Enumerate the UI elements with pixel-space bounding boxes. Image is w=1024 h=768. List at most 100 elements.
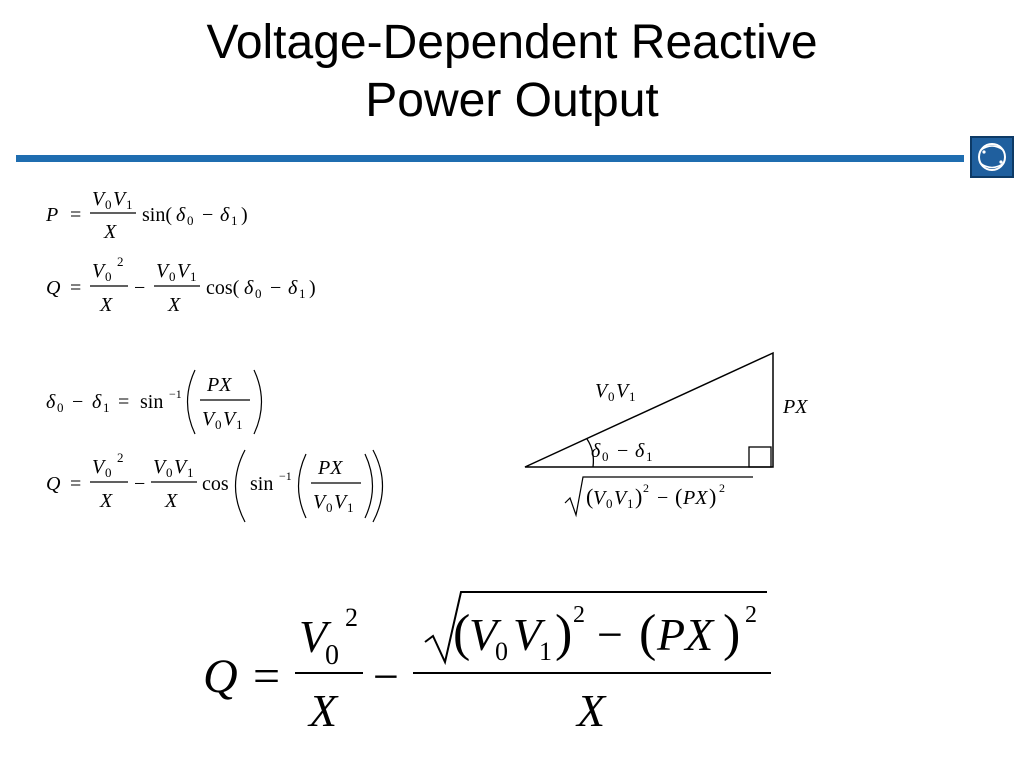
svg-text:X: X: [99, 294, 113, 316]
svg-text:1: 1: [646, 449, 653, 464]
svg-text:V: V: [202, 408, 217, 430]
svg-text:): ): [723, 605, 740, 662]
svg-text:(: (: [675, 484, 682, 509]
svg-text:V: V: [113, 188, 128, 210]
triangle-shape: [524, 351, 774, 468]
svg-text:0: 0: [105, 197, 112, 212]
svg-text:cos: cos: [202, 473, 229, 495]
globe-logo-icon: [970, 136, 1014, 178]
svg-text:V: V: [156, 260, 171, 282]
svg-text:0: 0: [169, 269, 176, 284]
svg-text:X: X: [575, 685, 607, 736]
svg-text:V: V: [299, 611, 332, 662]
svg-text:−: −: [134, 277, 145, 299]
svg-text:): ): [709, 484, 716, 509]
svg-text:−: −: [270, 277, 281, 299]
svg-text:): ): [241, 204, 248, 226]
svg-text:0: 0: [495, 637, 508, 666]
svg-text:=: =: [70, 277, 81, 299]
svg-text:V: V: [334, 491, 349, 513]
svg-text:1: 1: [629, 389, 636, 404]
svg-text:−: −: [657, 487, 668, 509]
svg-text:0: 0: [105, 269, 112, 284]
svg-text:sin: sin: [140, 391, 163, 413]
angle-arc: [586, 438, 595, 468]
svg-text:sin(: sin(: [142, 204, 172, 226]
svg-text:1: 1: [299, 286, 306, 301]
svg-text:X: X: [307, 685, 339, 736]
svg-text:1: 1: [190, 269, 197, 284]
svg-text:V: V: [595, 380, 610, 402]
svg-text:V: V: [153, 456, 168, 478]
svg-text:): ): [309, 277, 316, 299]
svg-text:δ: δ: [288, 277, 298, 299]
svg-text:0: 0: [608, 389, 615, 404]
svg-text:PX: PX: [317, 457, 343, 479]
svg-text:(: (: [639, 605, 656, 662]
svg-text:Q: Q: [46, 277, 61, 299]
svg-text:2: 2: [719, 481, 725, 495]
svg-text:P: P: [45, 204, 58, 226]
svg-text:−: −: [617, 440, 628, 462]
svg-text:0: 0: [187, 213, 194, 228]
svg-text:0: 0: [326, 500, 333, 515]
svg-text:V: V: [177, 260, 192, 282]
svg-text:V: V: [92, 260, 107, 282]
svg-text:0: 0: [325, 640, 339, 671]
svg-text:−: −: [597, 609, 623, 660]
svg-text:0: 0: [57, 400, 64, 415]
svg-text:Q: Q: [46, 473, 61, 495]
svg-text:Q: Q: [203, 650, 238, 703]
title-divider: [16, 155, 964, 162]
svg-text:0: 0: [606, 496, 613, 511]
svg-text:0: 0: [215, 417, 222, 432]
svg-text:PX: PX: [682, 487, 708, 509]
svg-text:X: X: [167, 294, 181, 316]
svg-text:−: −: [373, 651, 399, 702]
slide-title: Voltage-Dependent Reactive Power Output: [0, 14, 1024, 130]
svg-text:2: 2: [117, 450, 124, 465]
svg-text:1: 1: [627, 496, 634, 511]
svg-text:−: −: [134, 473, 145, 495]
svg-text:V: V: [469, 609, 502, 660]
svg-text:δ: δ: [591, 440, 601, 462]
svg-text:PX: PX: [206, 374, 232, 396]
svg-text:V: V: [92, 188, 107, 210]
svg-text:1: 1: [126, 197, 133, 212]
svg-text:X: X: [164, 490, 178, 512]
svg-text:1: 1: [103, 400, 110, 415]
svg-text:1: 1: [236, 417, 243, 432]
svg-text:V: V: [313, 491, 328, 513]
svg-text:δ: δ: [635, 440, 645, 462]
svg-text:δ: δ: [244, 277, 254, 299]
svg-text:): ): [635, 484, 642, 509]
svg-text:0: 0: [105, 465, 112, 480]
svg-text:1: 1: [539, 637, 552, 666]
svg-text:V: V: [513, 609, 546, 660]
svg-text:V: V: [223, 408, 238, 430]
svg-text:1: 1: [347, 500, 354, 515]
svg-text:−1: −1: [169, 387, 182, 401]
svg-text:X: X: [103, 221, 117, 243]
svg-text:0: 0: [255, 286, 262, 301]
svg-text:2: 2: [573, 602, 585, 628]
svg-text:=: =: [253, 650, 280, 703]
title-line-1: Voltage-Dependent Reactive: [206, 16, 818, 69]
svg-text:=: =: [70, 204, 81, 226]
svg-text:V: V: [614, 487, 629, 509]
svg-text:V: V: [616, 380, 631, 402]
svg-text:V: V: [593, 487, 608, 509]
svg-text:V: V: [92, 456, 107, 478]
svg-text:0: 0: [602, 449, 609, 464]
svg-text:0: 0: [166, 465, 173, 480]
svg-text:=: =: [118, 391, 129, 413]
right-angle-marker: [748, 446, 772, 468]
svg-text:δ: δ: [176, 204, 186, 226]
